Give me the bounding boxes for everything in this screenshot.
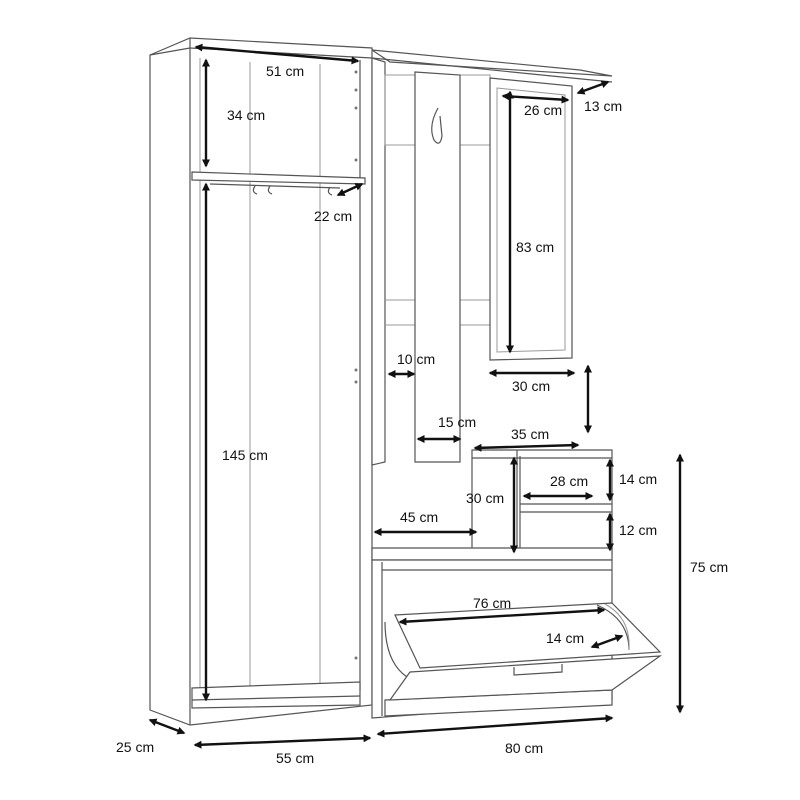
label-wardrobe-height: 145 cm (222, 447, 268, 463)
dim-line-drawer-depth (590, 634, 624, 649)
dimension-lines (148, 43, 684, 749)
label-shelf-depth: 22 cm (314, 208, 352, 224)
label-width-right: 80 cm (505, 740, 543, 756)
dim-line-shelf-depth (336, 182, 364, 197)
dim-line-width-right (376, 714, 614, 738)
dim-line-depth-left (148, 718, 186, 735)
label-width-left: 55 cm (276, 750, 314, 766)
label-cabinet-width: 35 cm (511, 426, 549, 442)
dim-line-width-left (193, 734, 372, 749)
dimension-labels: 51 cm 34 cm 22 cm 145 cm 25 cm 55 cm 26 … (116, 63, 728, 766)
label-panel-gap: 10 cm (397, 351, 435, 367)
dim-line-top-depth-right (576, 80, 610, 95)
dim-line-cabinet-width (473, 441, 580, 452)
label-niche-height-top: 14 cm (619, 471, 657, 487)
left-wardrobe (149, 37, 373, 726)
dim-line-top-width-left (194, 43, 360, 65)
dim-line-drawer-width (398, 606, 606, 626)
label-mirror-width-top: 26 cm (524, 102, 562, 118)
label-hook-panel-width: 15 cm (438, 414, 476, 430)
label-depth-left: 25 cm (116, 739, 154, 755)
label-drawer-width: 76 cm (473, 595, 511, 611)
label-top-shelf-height: 34 cm (227, 107, 265, 123)
label-cabinet-height: 30 cm (466, 490, 504, 506)
label-mirror-height: 83 cm (516, 239, 554, 255)
label-top-depth-right: 13 cm (584, 98, 622, 114)
label-bench-width: 45 cm (400, 509, 438, 525)
label-unit-height: 75 cm (690, 559, 728, 575)
right-hall-unit (371, 49, 663, 719)
label-top-width-left: 51 cm (266, 63, 304, 79)
label-mirror-width: 30 cm (512, 378, 550, 394)
label-niche-width: 28 cm (550, 473, 588, 489)
label-niche-height-bottom: 12 cm (619, 522, 657, 538)
label-drawer-depth: 14 cm (546, 630, 584, 646)
